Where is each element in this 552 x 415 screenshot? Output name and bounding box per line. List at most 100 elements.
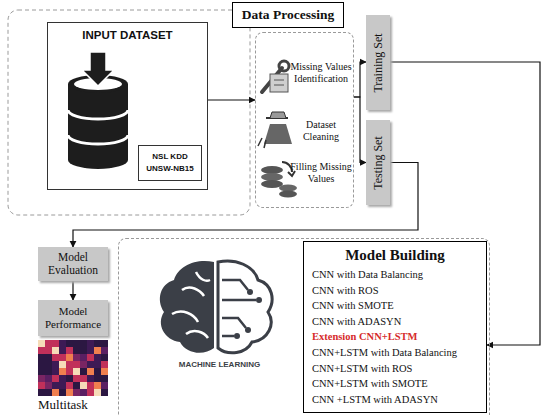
list-item: CNN+LSTM with Data Balancing — [304, 345, 486, 361]
matrix-cell — [87, 340, 94, 347]
matrix-cell — [73, 354, 80, 361]
list-heading: Model Building — [304, 245, 486, 265]
dashed-region — [8, 10, 250, 215]
matrix-cell — [87, 375, 94, 382]
matrix-cell — [94, 375, 101, 382]
matrix-cell — [59, 361, 66, 368]
matrix-cell — [73, 375, 80, 382]
matrix-cell — [52, 354, 59, 361]
matrix-cell — [73, 389, 80, 396]
caption-label: Multitask — [38, 397, 88, 413]
model-list-box: Model BuildingCNN with Data BalancingCNN… — [303, 241, 487, 413]
flow-arrow — [354, 97, 366, 163]
dataset-box: NSL KDDUNSW-NB15 — [138, 145, 202, 181]
matrix-cell — [94, 340, 101, 347]
matrix-cell — [87, 368, 94, 375]
tools-icon — [262, 61, 289, 92]
matrix-cell — [101, 368, 108, 375]
matrix-cell — [52, 382, 59, 389]
matrix-cell — [101, 361, 108, 368]
matrix-cell — [38, 354, 45, 361]
matrix-cell — [52, 368, 59, 375]
process-box: Model Evaluation — [38, 247, 108, 281]
node-text: Training Set — [371, 33, 386, 92]
ml-region: MACHINE LEARNING Model BuildingCNN with D… — [118, 238, 490, 415]
matrix-cell — [80, 361, 87, 368]
input-box: INPUT DATASET NSL KDDUNSW-NB15 — [47, 22, 208, 190]
matrix-cell — [45, 389, 52, 396]
matrix-cell — [80, 354, 87, 361]
split-box: Training Set — [366, 15, 390, 110]
matrix-cell — [38, 347, 45, 354]
matrix-cell — [94, 354, 101, 361]
matrix-cell — [45, 347, 52, 354]
flow-arrow — [72, 281, 73, 300]
matrix-cell — [101, 340, 108, 347]
matrix-cell — [45, 375, 52, 382]
matrix-cell — [94, 368, 101, 375]
matrix-cell — [38, 375, 45, 382]
matrix-cell — [38, 389, 45, 396]
node-text: UNSW-NB15 — [139, 163, 201, 175]
matrix-cell — [66, 354, 73, 361]
node-text: Filling Missing Values — [290, 161, 352, 184]
matrix-cell — [52, 375, 59, 382]
list-item: CNN +LSTM with ADASYN — [304, 392, 486, 408]
matrix-cell — [80, 375, 87, 382]
confusion-matrix — [38, 340, 108, 396]
matrix-cell — [87, 361, 94, 368]
matrix-cell — [66, 361, 73, 368]
matrix-cell — [80, 368, 87, 375]
matrix-cell — [66, 389, 73, 396]
node-text: Testing Set — [371, 136, 386, 190]
matrix-cell — [94, 389, 101, 396]
matrix-cell — [80, 340, 87, 347]
matrix-cell — [80, 347, 87, 354]
matrix-cell — [101, 354, 108, 361]
matrix-cell — [66, 368, 73, 375]
node-text: Dataset Cleaning — [290, 119, 352, 142]
matrix-cell — [59, 340, 66, 347]
matrix-cell — [80, 389, 87, 396]
matrix-cell — [45, 361, 52, 368]
node-text: Data Processing — [233, 3, 343, 27]
database-icon — [68, 52, 128, 169]
matrix-cell — [87, 354, 94, 361]
matrix-cell — [38, 382, 45, 389]
cleaning-icon — [258, 112, 292, 148]
processing-region: Missing Values IdentificationDataset Cle… — [255, 32, 354, 208]
list-item: Extension CNN+LSTM — [304, 329, 486, 345]
matrix-cell — [52, 347, 59, 354]
matrix-cell — [52, 389, 59, 396]
matrix-cell — [59, 368, 66, 375]
list-item: CNN with ROS — [304, 283, 486, 299]
matrix-cell — [38, 361, 45, 368]
list-item: CNN with Data Balancing — [304, 267, 486, 283]
matrix-cell — [87, 389, 94, 396]
node-text: NSL KDD — [139, 151, 201, 163]
matrix-cell — [73, 368, 80, 375]
process-box: Model Performance — [38, 300, 108, 336]
matrix-cell — [73, 347, 80, 354]
node-text: MACHINE LEARNING — [157, 360, 282, 369]
matrix-cell — [38, 340, 45, 347]
matrix-cell — [45, 382, 52, 389]
flow-arrow — [354, 62, 366, 97]
matrix-cell — [52, 361, 59, 368]
matrix-cell — [94, 361, 101, 368]
matrix-cell — [66, 340, 73, 347]
matrix-cell — [59, 389, 66, 396]
matrix-cell — [73, 340, 80, 347]
node-text: Missing Values Identification — [290, 61, 352, 84]
matrix-cell — [73, 361, 80, 368]
matrix-cell — [94, 347, 101, 354]
matrix-cell — [59, 347, 66, 354]
node-text: INPUT DATASET — [48, 23, 207, 41]
list-item: CNN+LSTM with ROS — [304, 361, 486, 377]
matrix-cell — [66, 375, 73, 382]
list-item: CNN+LSTM with SMOTE — [304, 376, 486, 392]
flow-arrow — [208, 99, 255, 100]
matrix-cell — [87, 347, 94, 354]
matrix-cell — [59, 354, 66, 361]
matrix-cell — [101, 347, 108, 354]
